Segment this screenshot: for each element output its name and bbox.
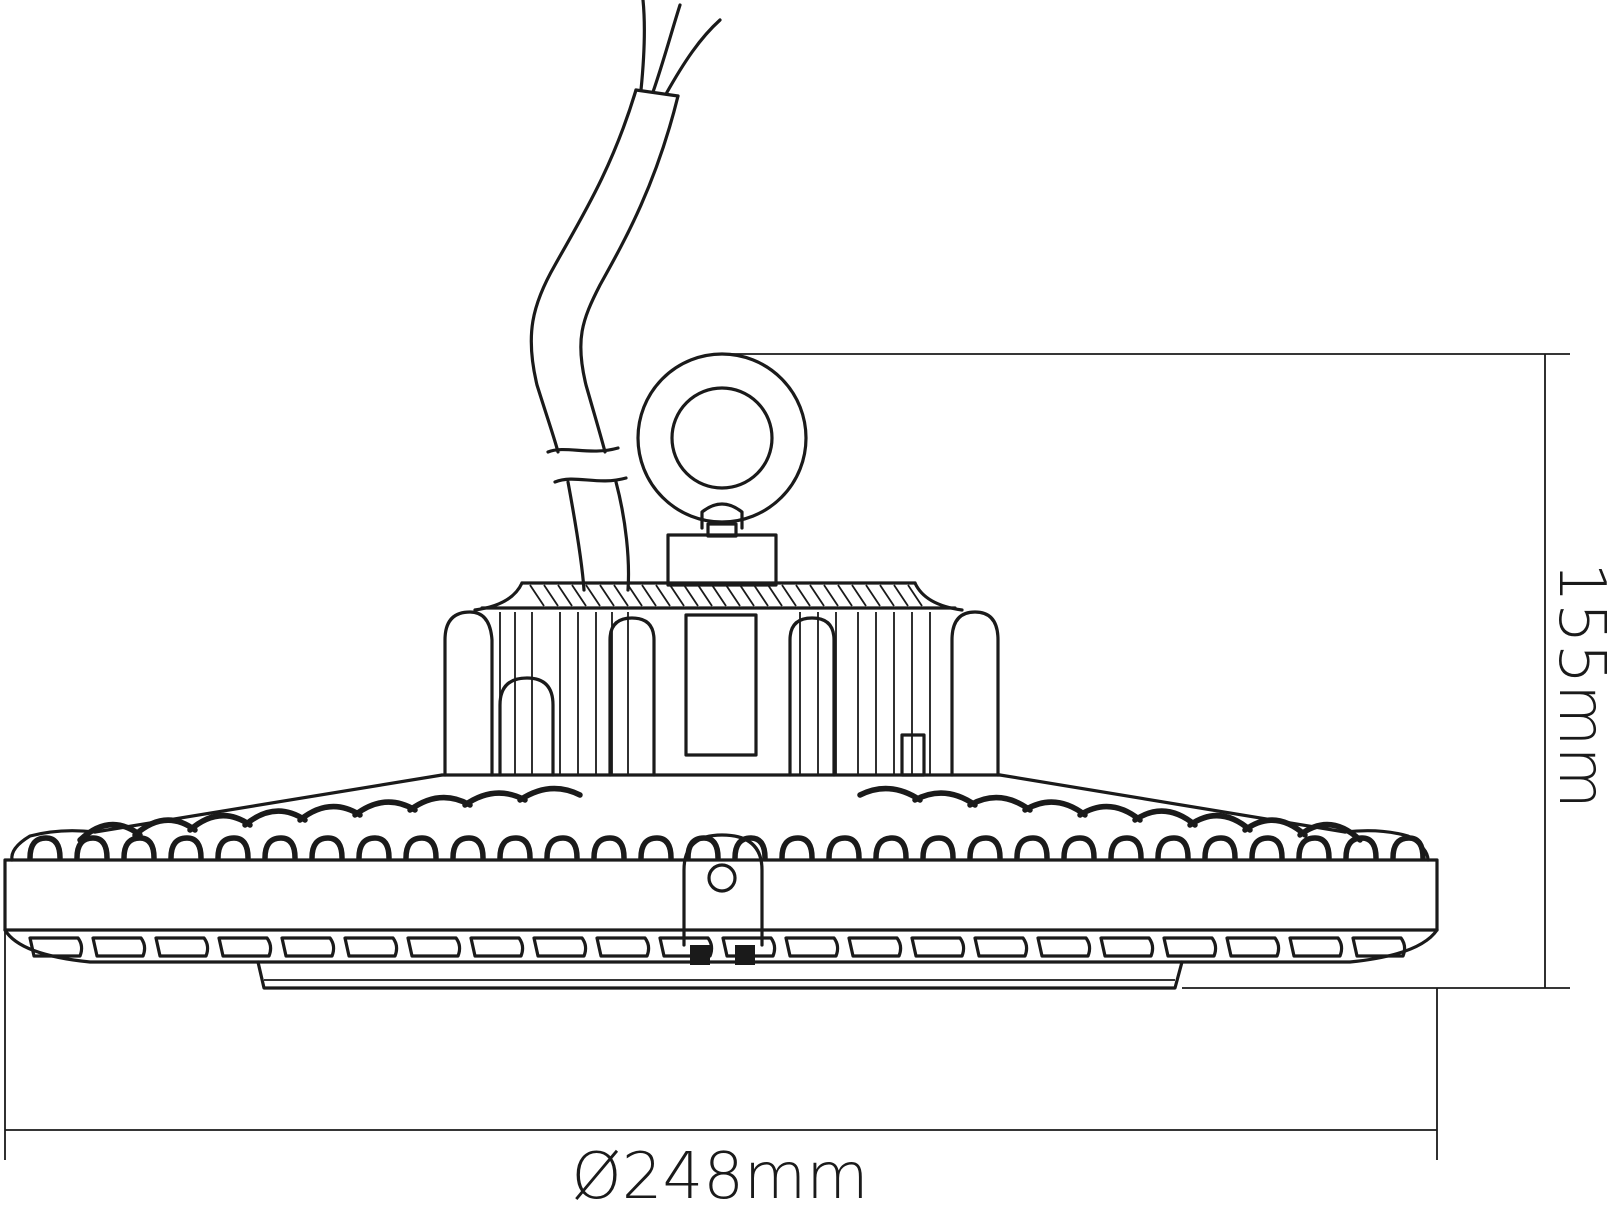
heatsink-skirt <box>10 773 1430 958</box>
body-ring-band <box>3 858 1439 990</box>
power-cable <box>529 0 722 592</box>
diameter-label: Ø248mm <box>571 1140 868 1206</box>
height-dimension: 155mm <box>722 353 1616 989</box>
hanging-eye-ring <box>636 352 808 587</box>
height-label: 155mm <box>1544 562 1616 809</box>
driver-housing <box>440 581 1002 777</box>
mounting-bracket <box>682 833 764 965</box>
diameter-dimension: Ø248mm <box>4 930 1438 1206</box>
